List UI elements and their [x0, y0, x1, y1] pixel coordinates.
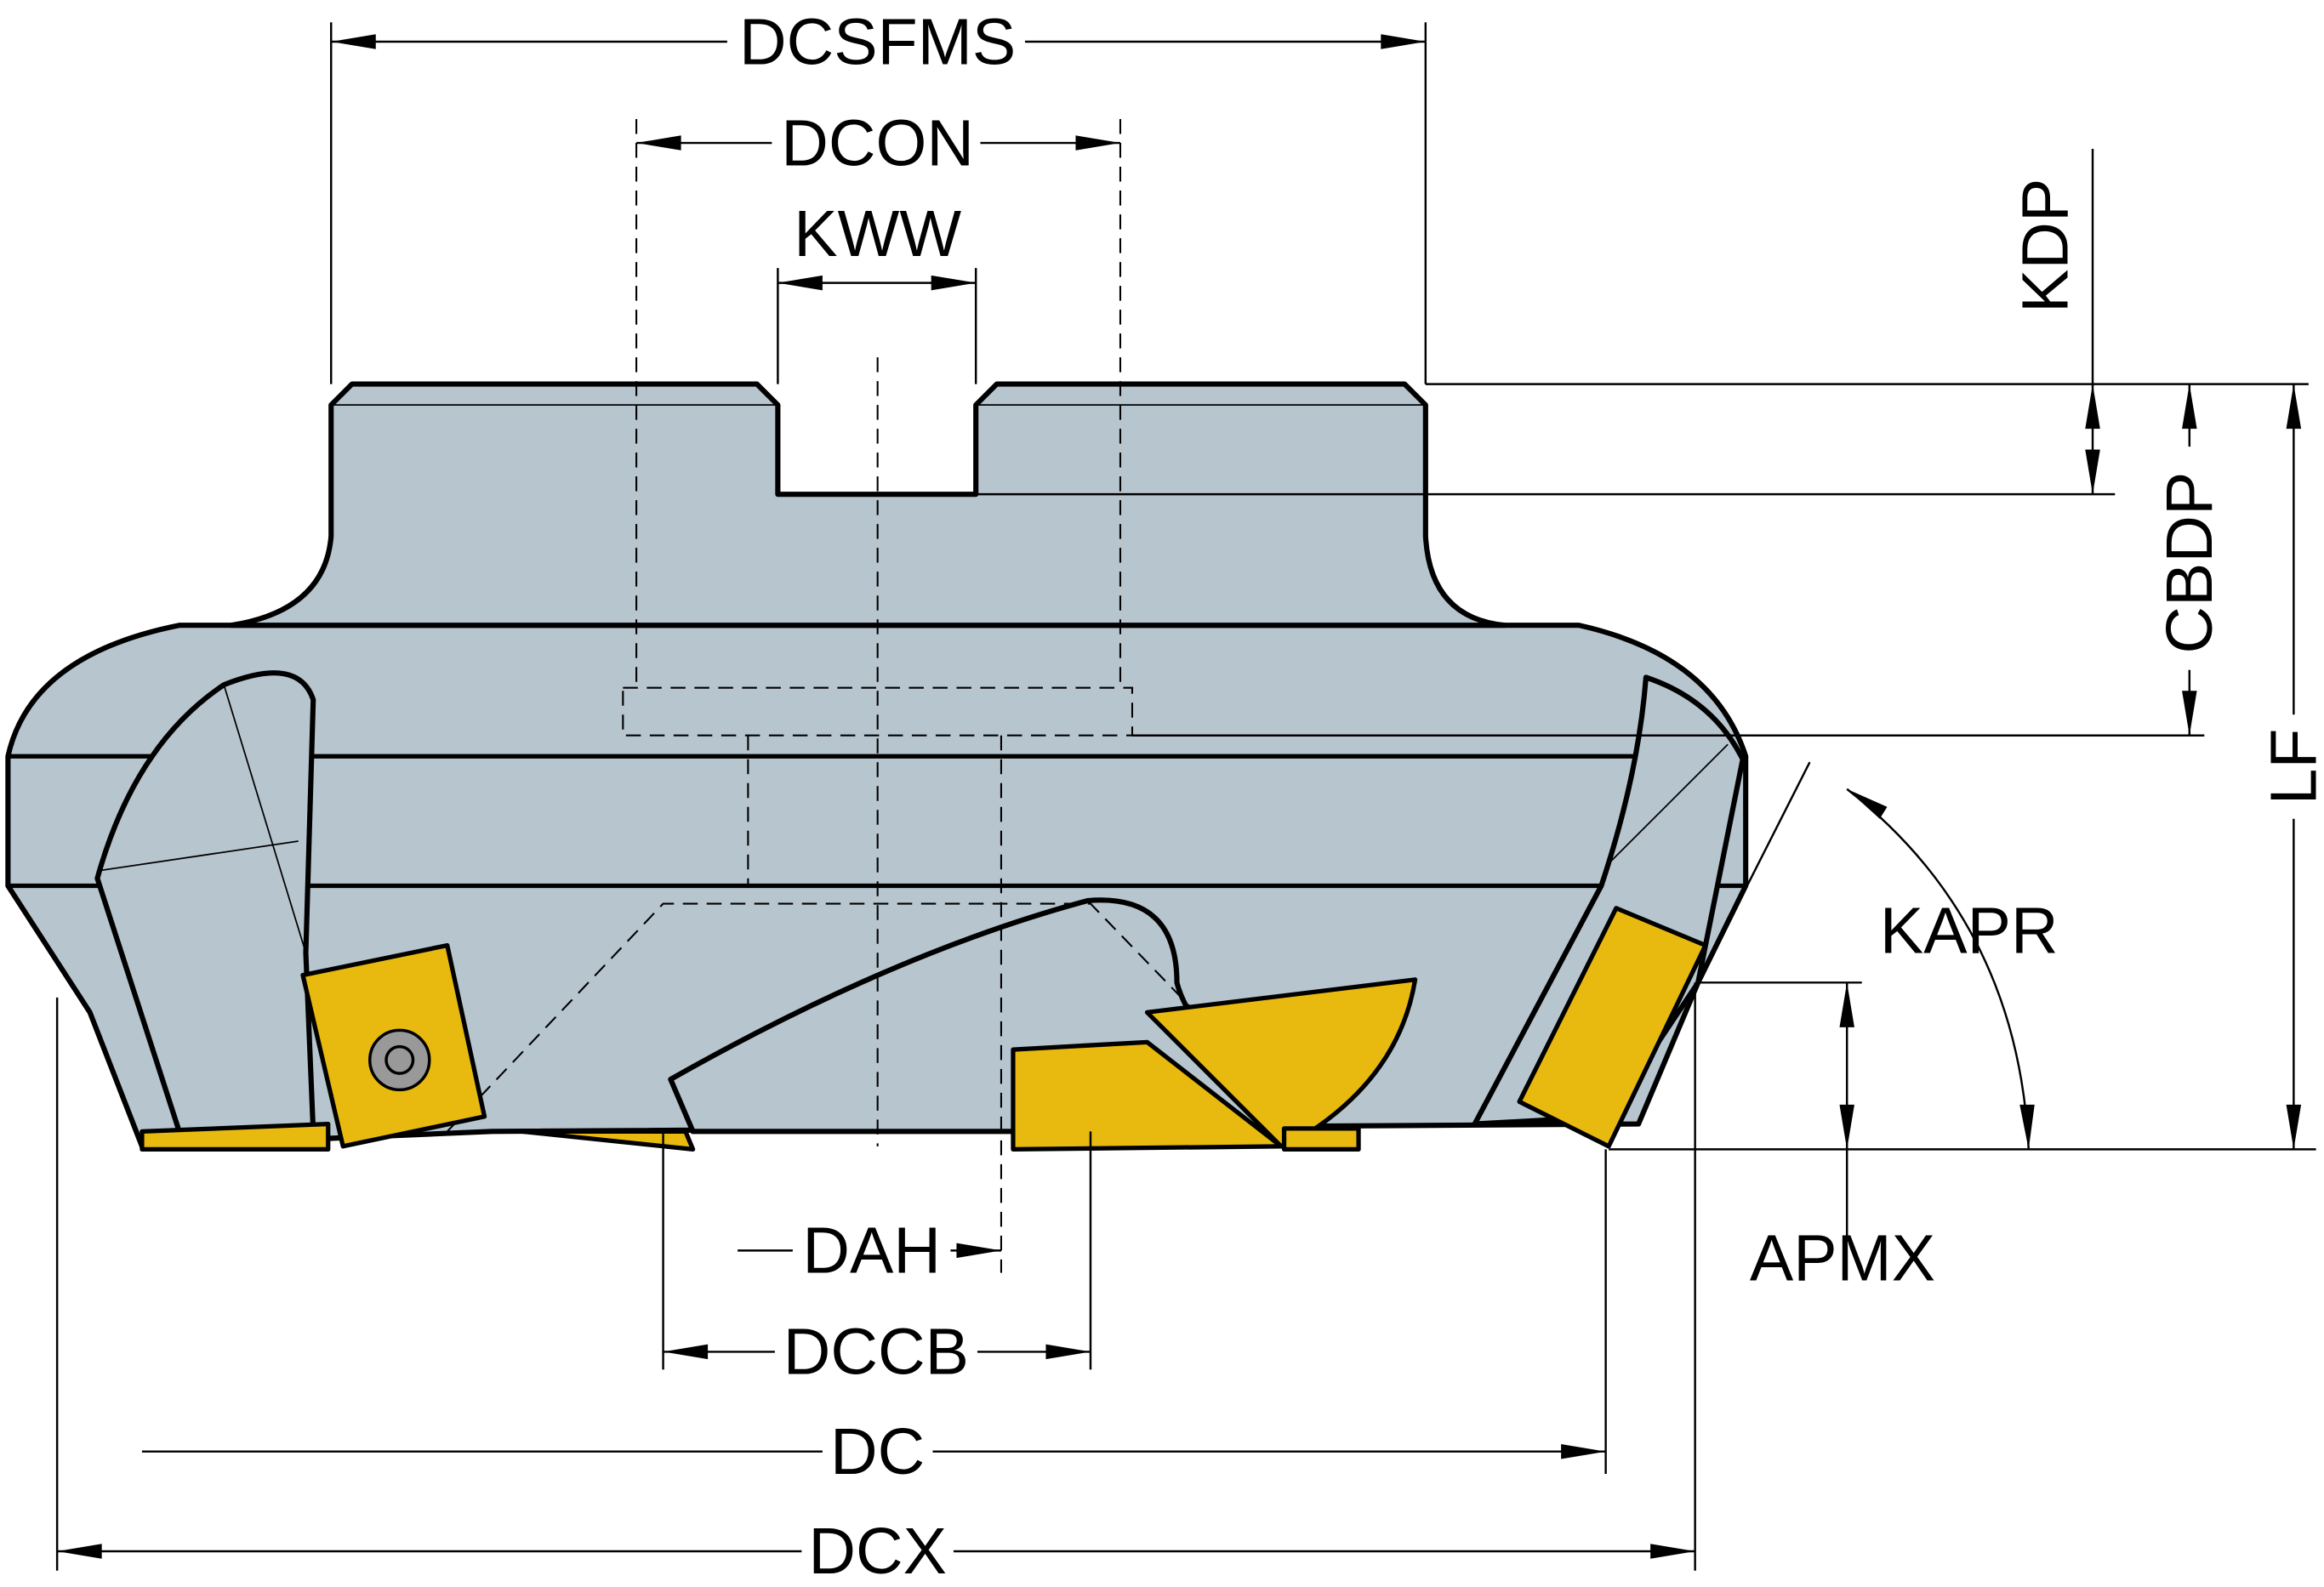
label-dccb: DCCB — [783, 1316, 969, 1389]
inserts — [140, 906, 1708, 1152]
dimensions — [55, 22, 2316, 1571]
label-dcon: DCON — [781, 106, 974, 179]
dimension-labels: DCSFMS DCON KWW KDP CBDP LF KAPR APMX DA… — [726, 5, 2324, 1587]
label-kdp: KDP — [2008, 179, 2082, 313]
label-dc: DC — [830, 1415, 925, 1488]
label-kww: KWW — [794, 197, 961, 270]
label-dcsfms: DCSFMS — [739, 5, 1016, 78]
label-dah: DAH — [802, 1214, 941, 1288]
label-lf: LF — [2258, 729, 2324, 805]
label-dcx: DCX — [808, 1515, 947, 1587]
hidden-lines — [447, 119, 1312, 1273]
label-kapr: KAPR — [1880, 894, 2059, 967]
label-cbdp: CBDP — [2153, 472, 2226, 654]
label-apmx: APMX — [1750, 1221, 1935, 1294]
